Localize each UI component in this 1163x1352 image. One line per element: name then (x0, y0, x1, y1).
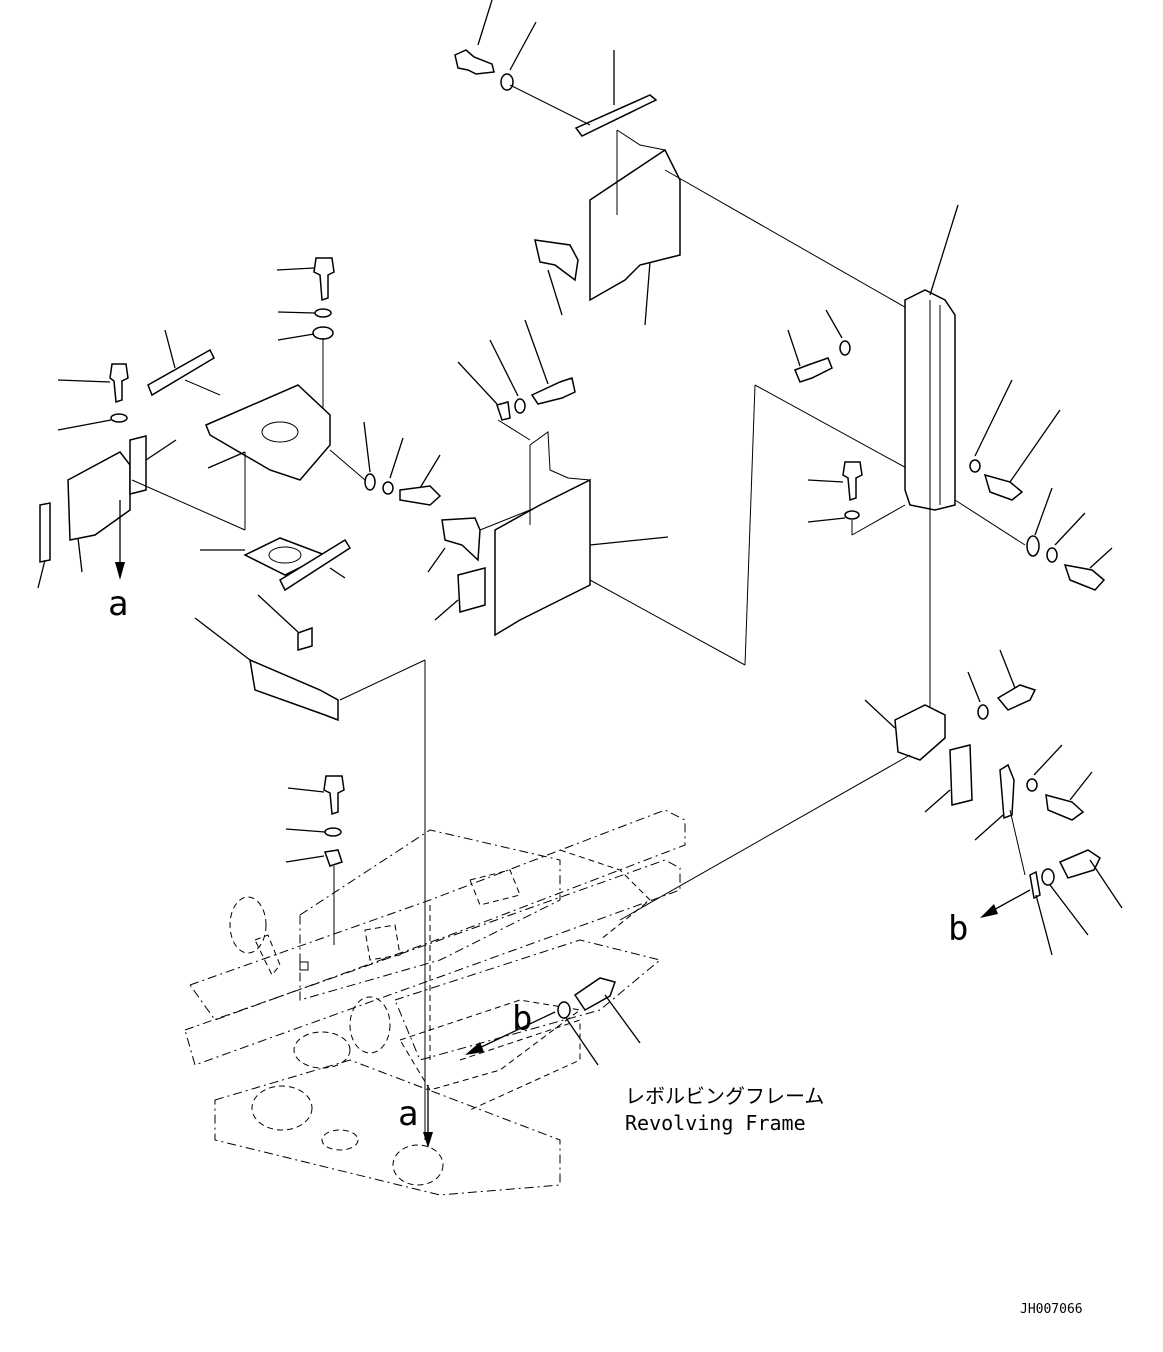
view-label-b-bottom: b (512, 999, 532, 1039)
revolving-frame (184, 809, 686, 1196)
right-column-group (787, 204, 1113, 720)
left-bracket-group: a (37, 257, 442, 1140)
view-label-a-bottom: a (398, 1094, 418, 1134)
view-label-a-top: a (108, 584, 128, 624)
right-lower-bracket-group: b (619, 649, 1123, 956)
drawing-number: JH007066 (1020, 1302, 1083, 1317)
top-cover-group (454, 0, 911, 326)
frame-caption-en: Revolving Frame (625, 1111, 806, 1135)
frame-caption-jp: レボルビングフレーム (625, 1084, 824, 1108)
lower-fastener-group: b a (285, 775, 641, 1148)
view-label-b-right: b (948, 909, 968, 949)
center-cover-group (427, 319, 911, 666)
